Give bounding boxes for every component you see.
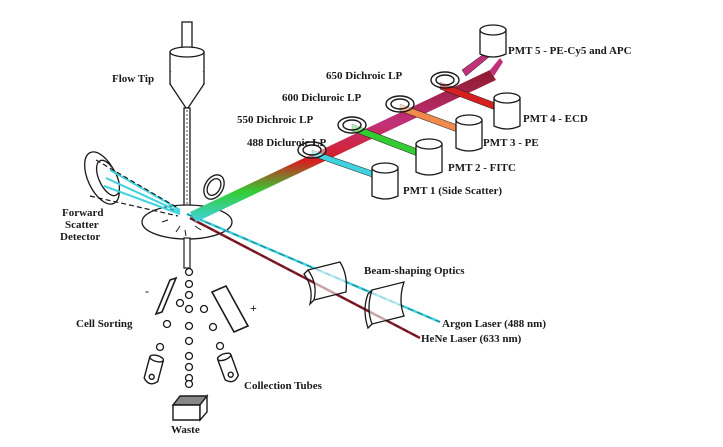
- positive-plate: [210, 284, 250, 334]
- flow-tip-label: Flow Tip: [112, 73, 155, 85]
- waste-label: Waste: [171, 424, 200, 436]
- dichroic-mirrors: [297, 71, 460, 159]
- dichroic-650: [430, 71, 460, 89]
- pmt-5: [479, 24, 507, 58]
- dichroic-488-label: 488 Dicluroic LP: [247, 137, 327, 149]
- pmt1-label: PMT 1 (Side Scatter): [403, 185, 503, 197]
- minus-sign: -: [145, 284, 149, 298]
- pmt-detectors: [371, 24, 521, 200]
- pmt3-label: PMT 3 - PE: [483, 137, 539, 149]
- forward-scatter-label-1: Forward: [62, 207, 104, 219]
- pmt-3: [455, 114, 483, 152]
- waste-box: [171, 393, 209, 422]
- forward-scatter-label-2: Scatter: [65, 219, 99, 231]
- dichroic-550: [337, 116, 367, 134]
- dichroic-600: [385, 95, 415, 113]
- plus-sign: +: [250, 301, 257, 315]
- pmt-1: [371, 162, 399, 200]
- dichroic-600-label: 600 Dicluroic LP: [282, 92, 362, 104]
- cell-sorting-label: Cell Sorting: [76, 318, 133, 330]
- dichroic-550-label: 550 Dichroic LP: [237, 114, 314, 126]
- collection-tubes: [143, 352, 240, 385]
- dichroic-650-label: 650 Dichroic LP: [326, 70, 403, 82]
- dichroic-488: [297, 141, 327, 159]
- pmt4-label: PMT 4 - ECD: [523, 113, 588, 125]
- emission-beam: [190, 58, 503, 222]
- flow-tip-nozzle: [169, 21, 205, 207]
- droplet-stream: [155, 267, 225, 389]
- hene-laser-label: HeNe Laser (633 nm): [421, 333, 522, 345]
- negative-plate: [154, 276, 178, 316]
- collection-tubes-label: Collection Tubes: [244, 380, 322, 392]
- beam-shaping-label: Beam-shaping Optics: [364, 265, 465, 277]
- collection-tube-right: [216, 352, 240, 383]
- forward-scatter-detector: [84, 151, 181, 217]
- collection-tube-left: [143, 354, 165, 385]
- pmt5-label: PMT 5 - PE-Cy5 and APC: [508, 45, 632, 57]
- branch-beams: [311, 47, 499, 179]
- pmt-2: [415, 138, 443, 176]
- beam-shaping-optics: [303, 261, 405, 330]
- forward-scatter-label-3: Detector: [60, 231, 101, 243]
- pmt-4: [493, 92, 521, 130]
- pmt2-label: PMT 2 - FITC: [448, 162, 516, 174]
- collection-lens: [203, 174, 225, 200]
- deflection-plates: [154, 276, 250, 334]
- argon-laser-label: Argon Laser (488 nm): [442, 318, 546, 330]
